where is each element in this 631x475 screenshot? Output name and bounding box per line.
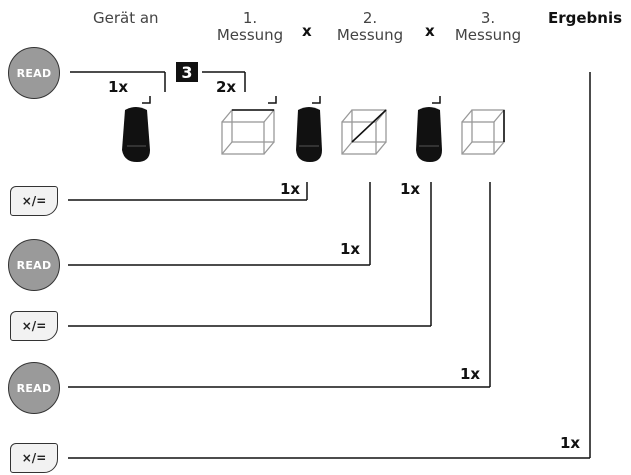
count-label: 2x bbox=[216, 78, 237, 96]
device-icon bbox=[296, 107, 322, 162]
cube-icon bbox=[341, 109, 387, 155]
count-label: 1x bbox=[280, 180, 301, 198]
count-label: 1x bbox=[108, 78, 129, 96]
header-measurement-1: 1. Messung bbox=[216, 9, 284, 44]
read-button[interactable]: READ bbox=[8, 239, 60, 291]
read-button[interactable]: READ bbox=[8, 47, 60, 99]
multiply-sign-2: x bbox=[425, 22, 435, 40]
device-icon bbox=[416, 107, 442, 162]
header-measurement-2: 2. Messung bbox=[336, 9, 404, 44]
count-label: 1x bbox=[400, 180, 421, 198]
multiply-equals-button[interactable]: ×/= bbox=[10, 443, 58, 473]
step-badge: 3 bbox=[176, 62, 198, 82]
header-measurement-3: 3. Messung bbox=[454, 9, 522, 44]
read-button[interactable]: READ bbox=[8, 362, 60, 414]
count-label: 1x bbox=[560, 434, 581, 452]
device-icon bbox=[122, 107, 150, 162]
header-result: Ergebnis bbox=[548, 9, 623, 27]
cube-icon bbox=[461, 109, 505, 155]
multiply-equals-button[interactable]: ×/= bbox=[10, 311, 58, 341]
multiply-equals-button[interactable]: ×/= bbox=[10, 186, 58, 216]
multiply-sign-1: x bbox=[302, 22, 312, 40]
count-label: 1x bbox=[340, 240, 361, 258]
count-label: 1x bbox=[460, 365, 481, 383]
header-device-on: Gerät an bbox=[93, 9, 159, 27]
cube-icon bbox=[221, 109, 275, 155]
